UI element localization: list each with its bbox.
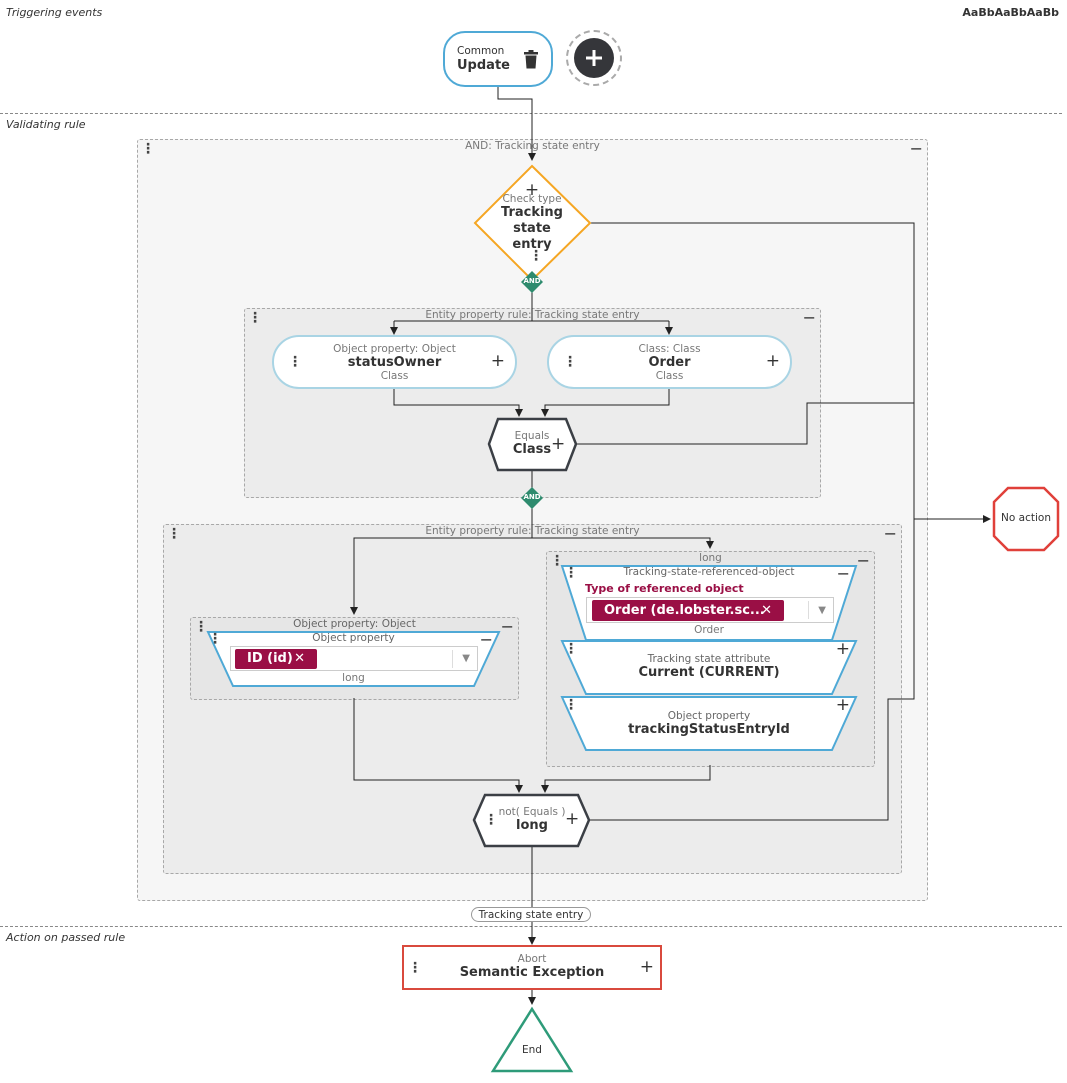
not-equals-hexagon bbox=[472, 793, 591, 848]
font-size-sample[interactable]: AaBbAaBbAaBb bbox=[962, 6, 1059, 19]
add-icon[interactable]: + bbox=[551, 434, 566, 454]
add-icon[interactable]: + bbox=[490, 351, 505, 371]
pill-value-label: Order bbox=[648, 355, 691, 370]
add-icon[interactable]: + bbox=[835, 639, 850, 659]
end-node[interactable]: End bbox=[522, 1044, 542, 1056]
tracking-status-entry-id-card[interactable]: ⋮ + Object property trackingStatusEntryI… bbox=[562, 697, 856, 750]
abort-value: Semantic Exception bbox=[459, 965, 605, 980]
drag-handle-icon[interactable]: ⋮ bbox=[564, 565, 578, 581]
section-divider bbox=[0, 926, 1062, 927]
equals-value: Class bbox=[512, 442, 552, 457]
collapse-icon[interactable]: − bbox=[883, 524, 897, 543]
abort-label: Abort bbox=[517, 953, 547, 965]
equals-label: Equals bbox=[514, 430, 550, 442]
trigger-node-update[interactable]: Common Update bbox=[443, 31, 553, 87]
no-action-node[interactable]: No action bbox=[1001, 512, 1051, 524]
check-type-label: Check type bbox=[502, 193, 562, 205]
tracking-state-attribute-card[interactable]: ⋮ + Tracking state attribute Current (CU… bbox=[562, 641, 856, 694]
card-title: Tracking-state-referenced-object bbox=[623, 566, 795, 578]
end-triangle bbox=[490, 1006, 574, 1073]
equals-node[interactable]: Equals Class bbox=[497, 430, 567, 457]
drag-handle-icon[interactable]: ⋮ bbox=[208, 631, 222, 647]
drag-handle-icon[interactable]: ⋮ bbox=[563, 354, 577, 370]
add-icon[interactable]: + bbox=[765, 351, 780, 371]
object-property-card-shape bbox=[560, 696, 858, 751]
no-action-octagon bbox=[992, 486, 1060, 552]
trash-icon[interactable] bbox=[523, 50, 539, 69]
chevron-down-icon[interactable]: ▼ bbox=[818, 605, 826, 616]
add-trigger-button[interactable] bbox=[566, 30, 622, 86]
selected-tag[interactable]: Order (de.lobster.sc... ✕ bbox=[592, 600, 784, 621]
group-title: long bbox=[699, 552, 722, 564]
card-title: Object property bbox=[312, 632, 395, 644]
remove-icon[interactable]: ✕ bbox=[761, 603, 772, 618]
referenced-object-select[interactable]: Order (de.lobster.sc... ✕ ▼ bbox=[586, 597, 834, 623]
output-label-pill: Tracking state entry bbox=[471, 907, 591, 922]
field-label: Type of referenced object bbox=[585, 582, 744, 595]
drag-handle-icon[interactable]: ⋮ bbox=[564, 641, 578, 657]
select-divider bbox=[808, 601, 809, 619]
tag-label: Order (de.lobster.sc... bbox=[604, 603, 765, 618]
trigger-name-label: Update bbox=[457, 58, 510, 73]
check-type-node[interactable]: Check type Tracking state entry bbox=[482, 193, 582, 253]
and-badge bbox=[521, 271, 543, 293]
attribute-card-shape bbox=[560, 640, 858, 695]
not-equals-node[interactable]: not( Equals ) long bbox=[482, 806, 582, 833]
check-type-value: state bbox=[513, 221, 551, 236]
collapse-icon[interactable]: − bbox=[856, 551, 870, 570]
check-type-value: Tracking bbox=[501, 205, 563, 220]
drag-handle-icon[interactable]: ⋮ bbox=[484, 813, 498, 827]
pill-value-label: statusOwner bbox=[347, 355, 442, 370]
card-footer: Order bbox=[694, 624, 724, 636]
card-title: Object property bbox=[667, 710, 751, 722]
remove-icon[interactable]: ✕ bbox=[294, 651, 305, 666]
plus-circle-icon bbox=[574, 38, 614, 78]
add-icon[interactable]: + bbox=[524, 180, 540, 200]
add-icon[interactable]: + bbox=[835, 695, 850, 715]
collapse-icon[interactable]: − bbox=[836, 564, 850, 583]
collapse-icon[interactable]: − bbox=[802, 308, 816, 327]
not-equals-label: not( Equals ) bbox=[498, 806, 566, 818]
selected-tag[interactable]: ID (id) ✕ bbox=[235, 649, 317, 669]
abort-action-node[interactable]: Abort Semantic Exception ⋮ + bbox=[402, 945, 662, 990]
drag-handle-icon[interactable]: ⋮ bbox=[564, 697, 578, 713]
add-icon[interactable]: + bbox=[639, 957, 654, 977]
and-badge bbox=[521, 487, 543, 509]
add-icon[interactable]: + bbox=[565, 809, 580, 829]
chevron-down-icon[interactable]: ▼ bbox=[462, 653, 470, 664]
section-label-validating: Validating rule bbox=[6, 118, 86, 131]
collapse-icon[interactable]: − bbox=[479, 630, 493, 649]
object-property-select[interactable]: ID (id) ✕ ▼ bbox=[230, 646, 478, 671]
and-badge-label: AND bbox=[523, 277, 541, 285]
pill-status-owner[interactable]: Object property: Object statusOwner Clas… bbox=[272, 335, 517, 389]
drag-handle-icon[interactable]: ⋮ bbox=[408, 960, 422, 976]
and-badge-label: AND bbox=[523, 493, 541, 501]
not-equals-value: long bbox=[516, 818, 548, 833]
collapse-icon[interactable]: − bbox=[909, 139, 923, 158]
check-type-value: entry bbox=[512, 237, 552, 252]
card-footer: long bbox=[342, 672, 365, 684]
referenced-object-card[interactable]: Tracking-state-referenced-object ⋮ − bbox=[562, 564, 856, 583]
equals-hexagon bbox=[487, 417, 578, 472]
section-divider bbox=[0, 113, 1062, 114]
select-divider bbox=[452, 650, 453, 668]
section-label-action: Action on passed rule bbox=[6, 931, 126, 944]
collapse-icon[interactable]: − bbox=[500, 617, 514, 636]
trigger-type-label: Common bbox=[457, 45, 505, 57]
tag-label: ID (id) bbox=[247, 651, 293, 666]
object-property-card[interactable]: Object property ⋮ − bbox=[208, 630, 499, 649]
card-title: Tracking state attribute bbox=[647, 653, 771, 665]
section-label-triggering: Triggering events bbox=[6, 6, 103, 19]
pill-class-order[interactable]: Class: Class Order Class ⋮ + bbox=[547, 335, 792, 389]
drag-handle-icon[interactable]: ⋮ bbox=[529, 249, 543, 263]
pill-class-label: Class bbox=[380, 370, 409, 382]
pill-type-label: Class: Class bbox=[638, 343, 701, 355]
drag-handle-icon[interactable]: ⋮ bbox=[288, 354, 302, 370]
group-title: Object property: Object bbox=[293, 618, 416, 630]
pill-class-label: Class bbox=[655, 370, 684, 382]
card-value: Current (CURRENT) bbox=[638, 665, 780, 680]
pill-type-label: Object property: Object bbox=[333, 343, 456, 355]
card-value: trackingStatusEntryId bbox=[628, 722, 790, 737]
